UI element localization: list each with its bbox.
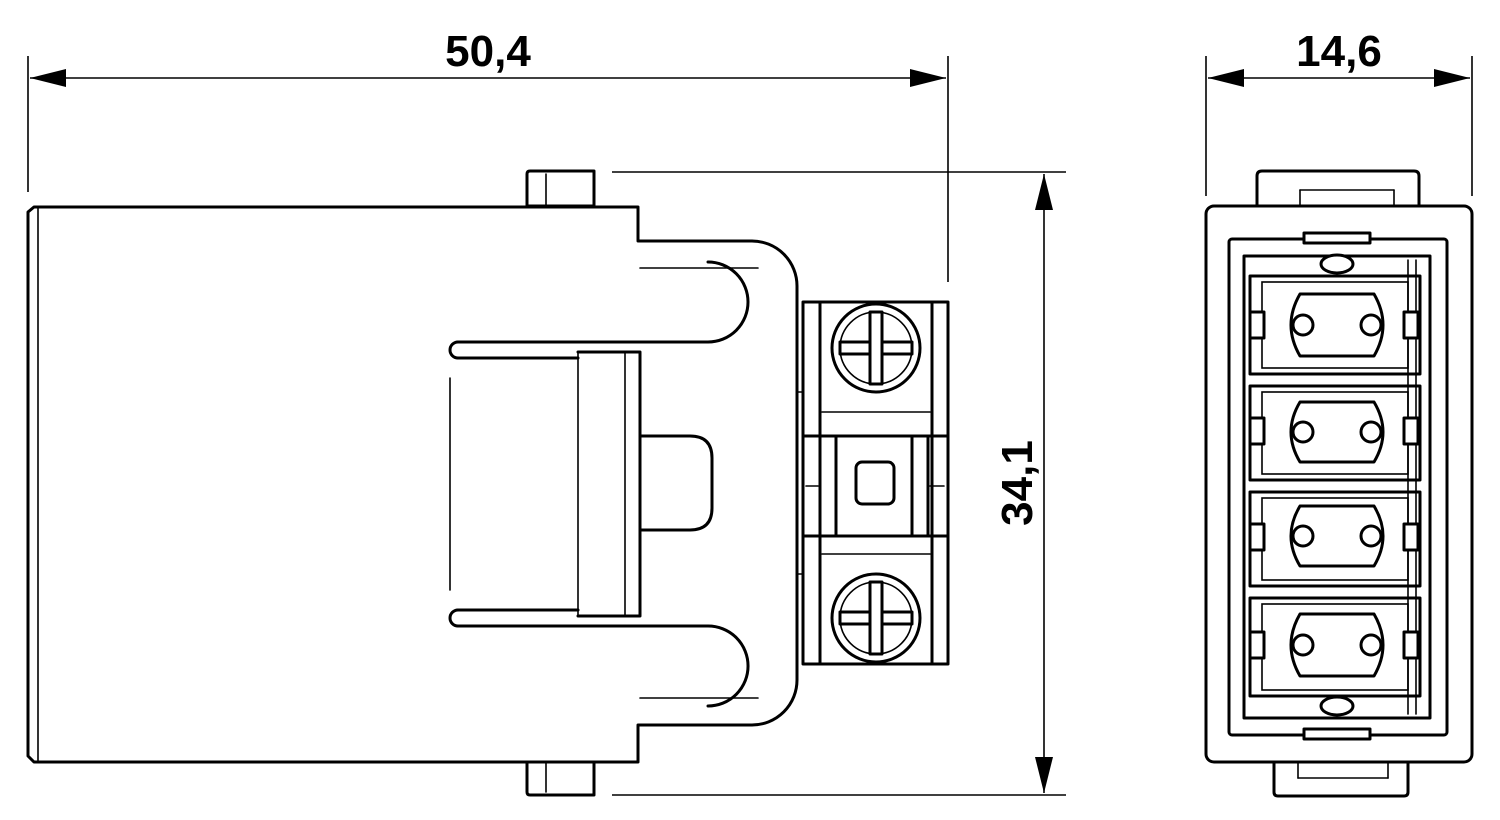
screw-slot bbox=[868, 310, 884, 386]
arrowhead-right bbox=[910, 69, 946, 87]
contact-hole bbox=[1291, 313, 1315, 337]
arrowhead-left bbox=[1208, 69, 1244, 87]
locking-frame bbox=[576, 350, 642, 618]
contact-hole bbox=[1291, 420, 1315, 444]
coding-notch-bottom bbox=[1302, 727, 1372, 741]
contact-hole bbox=[1291, 524, 1315, 548]
terminal-post-left bbox=[818, 434, 838, 538]
contact-shape bbox=[1289, 400, 1385, 464]
screw-head bbox=[830, 302, 922, 394]
contact-hole bbox=[1359, 633, 1383, 657]
arrowhead-top bbox=[1035, 174, 1053, 210]
spring-clip-lower bbox=[456, 624, 750, 708]
arrowhead-bottom bbox=[1035, 757, 1053, 793]
screw-head bbox=[830, 572, 922, 664]
contact-cavity-1 bbox=[1248, 274, 1422, 376]
cavity-latch-right bbox=[1402, 416, 1420, 446]
contact-shape bbox=[1289, 292, 1385, 358]
dimension-label-length: 50,4 bbox=[445, 27, 531, 76]
latch-bump bbox=[638, 434, 714, 532]
cavity-latch-left bbox=[1248, 416, 1266, 446]
contact-cavity-2 bbox=[1248, 384, 1422, 482]
dimension-label-height: 34,1 bbox=[993, 440, 1042, 526]
front-housing bbox=[1204, 204, 1474, 764]
spring-clip-upper bbox=[456, 260, 750, 344]
coding-notch-top bbox=[1302, 231, 1372, 245]
front-tab-top bbox=[1255, 169, 1421, 208]
screw-slot bbox=[868, 580, 884, 656]
terminal-post-right bbox=[910, 434, 930, 538]
side-view bbox=[26, 169, 950, 797]
front-tab-bottom bbox=[1272, 760, 1410, 798]
contact-shape bbox=[1289, 612, 1385, 678]
arrowhead-left bbox=[30, 69, 66, 87]
cavity-latch-left bbox=[1248, 630, 1266, 660]
cavity-latch-right bbox=[1402, 310, 1420, 340]
spring-clip-lower-tip bbox=[448, 608, 460, 628]
spring-clip-upper-tip bbox=[448, 340, 460, 360]
coding-pin-bottom bbox=[1319, 695, 1355, 717]
contact-hole bbox=[1359, 313, 1383, 337]
dimension-length: 50,4 bbox=[27, 27, 949, 282]
dimension-label-width: 14,6 bbox=[1296, 27, 1382, 76]
housing-body bbox=[26, 205, 799, 764]
contact-hole bbox=[1359, 420, 1383, 444]
cavity-latch-right bbox=[1402, 522, 1420, 552]
screw-lower bbox=[830, 572, 922, 664]
marker-window bbox=[854, 460, 896, 506]
cavity-latch-right bbox=[1402, 630, 1420, 660]
screw-upper bbox=[830, 302, 922, 394]
coding-pin-top bbox=[1319, 253, 1355, 275]
latch-tab-bottom bbox=[525, 760, 596, 797]
contact-shape bbox=[1289, 504, 1385, 568]
arrowhead-right bbox=[1434, 69, 1470, 87]
cavity-latch-left bbox=[1248, 522, 1266, 552]
dimension-width: 14,6 bbox=[1205, 27, 1473, 196]
latch-tab-top bbox=[525, 169, 596, 208]
front-view bbox=[1204, 169, 1474, 798]
contact-cavity-4 bbox=[1248, 596, 1422, 698]
contact-hole bbox=[1291, 633, 1315, 657]
contact-hole bbox=[1359, 524, 1383, 548]
dimension-height: 34,1 bbox=[612, 171, 1066, 796]
contact-cavity-3 bbox=[1248, 490, 1422, 588]
cavity-latch-left bbox=[1248, 310, 1266, 340]
